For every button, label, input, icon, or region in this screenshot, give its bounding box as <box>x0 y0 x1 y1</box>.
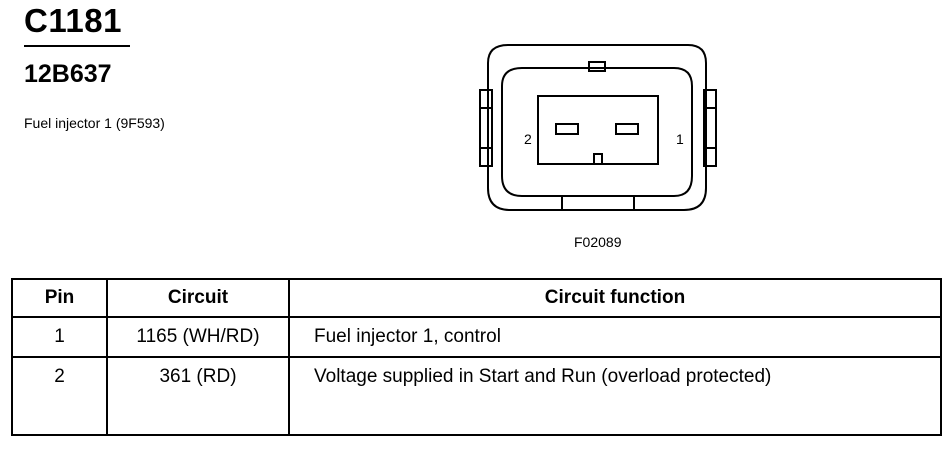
table-row: 2 361 (RD) Voltage supplied in Start and… <box>11 356 942 436</box>
outer-housing <box>487 44 707 211</box>
connector-description: Fuel injector 1 (9F593) <box>24 115 165 131</box>
cell-function: Fuel injector 1, control <box>288 316 942 358</box>
title-underline <box>24 45 130 47</box>
pin-2-slot <box>555 123 579 135</box>
connector-face-diagram: 2 1 <box>479 44 717 211</box>
cell-function: Voltage supplied in Start and Run (overl… <box>288 356 942 436</box>
cell-circuit: 1165 (WH/RD) <box>106 316 290 358</box>
latch-tab <box>588 61 606 72</box>
pin-2-label: 2 <box>524 131 532 147</box>
pin-1-slot <box>615 123 639 135</box>
key-notch <box>593 153 603 165</box>
left-side-rib <box>479 89 493 167</box>
right-side-rib <box>703 89 717 167</box>
header-circuit: Circuit <box>106 278 290 318</box>
cell-circuit: 361 (RD) <box>106 356 290 436</box>
cell-pin: 2 <box>11 356 108 436</box>
table-header-row: Pin Circuit Circuit function <box>11 278 942 318</box>
inner-housing <box>501 67 693 197</box>
header-circuit-function: Circuit function <box>288 278 942 318</box>
pinout-table: Pin Circuit Circuit function 1 1165 (WH/… <box>11 278 942 436</box>
figure-code: F02089 <box>574 234 622 250</box>
cell-pin: 1 <box>11 316 108 358</box>
part-number: 12B637 <box>24 60 112 88</box>
pin-1-label: 1 <box>676 131 684 147</box>
table-row: 1 1165 (WH/RD) Fuel injector 1, control <box>11 316 942 358</box>
connector-id: C1181 <box>24 2 122 39</box>
header-pin: Pin <box>11 278 108 318</box>
